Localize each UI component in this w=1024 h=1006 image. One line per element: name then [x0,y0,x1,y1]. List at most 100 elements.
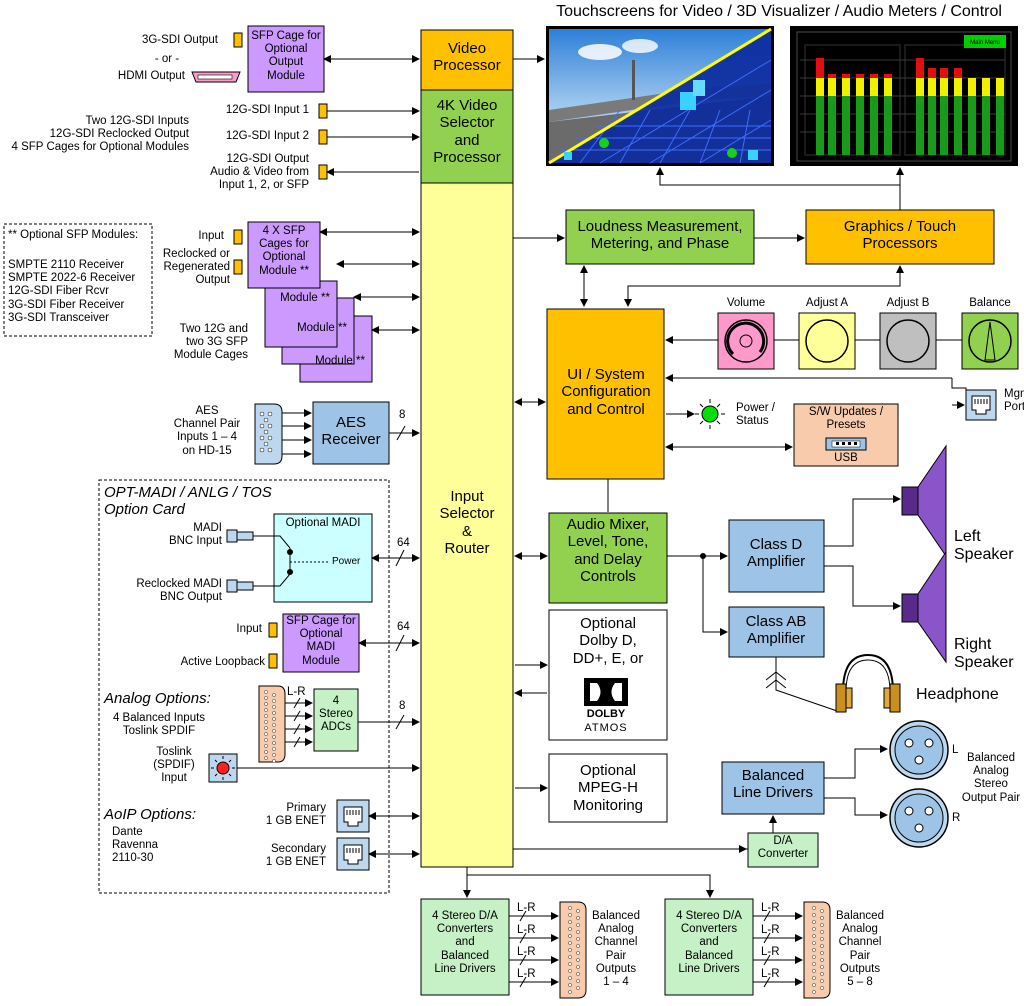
aoip-options-title: AoIP Options: [104,806,196,823]
balanced-line-drivers-block [721,761,825,815]
volume-knob-icon[interactable] [717,312,775,370]
meter-bar-green [968,96,976,155]
secondary-enet-port-icon [336,837,370,871]
meter-bar-red [842,74,850,78]
meter-bar-green [816,96,824,155]
meter-bar-green [982,96,990,155]
toslink-label: Toslink (SPDIF) Input [153,746,195,785]
class-ab-label: Class AB Amplifier [745,613,807,648]
meter-bar-yellow [954,78,962,96]
right-speaker-icon [901,550,947,664]
adcs-label: 4 Stereo ADCs [319,695,353,734]
sfp-4x-block [247,221,321,289]
meter-bar-yellow [928,78,936,96]
loudness-label: Loudness Measurement, Metering, and Phas… [577,218,743,253]
madi-sfp-input-label: Input [236,623,262,635]
sfp-cage-output-label: SFP Cage for Optional Output Module [251,30,321,82]
opt-modules-title: ** Optional SFP Modules: [8,229,139,241]
meter-bar-red [928,68,936,78]
sfp-reclocked-label: Reclocked or Regenerated Output [162,248,230,287]
db25-output-5-8-icon [803,901,831,999]
balance-knob-icon[interactable] [961,312,1019,370]
meter-bar-red [856,74,864,78]
mgmt-port-label: Mgmt Port [1004,388,1024,414]
sfp-cage-output-block [247,25,325,93]
meter-bar-yellow [884,78,892,96]
primary-enet-port-icon [336,799,370,833]
usb-port-icon[interactable] [825,437,867,451]
secondary-enet-label: Secondary 1 GB ENET [265,843,326,869]
da-1-4-block [420,898,510,996]
out1-lr-label-4: L-R [517,968,536,980]
power-tap-label: Power [332,556,361,567]
out2-lr-label-2: L-R [761,924,780,936]
sdi-input2-label: 12G-SDI Input 2 [225,130,309,142]
graphics-touch-block [805,209,995,265]
aoip-list: Dante Ravenna 2110-30 [112,826,159,865]
mgmt-port-icon[interactable] [965,389,997,421]
bnc-input-icon [226,529,254,543]
dolby-name: DOLBY [586,708,626,720]
meter-bar-green [856,96,864,155]
usb-presets-label: S/W Updates / Presets [808,406,884,432]
xlr-left-label: L [952,744,959,756]
volume-label: Volume [726,297,766,309]
audio-mixer-block [548,512,668,604]
sfp-madi-label: SFP Cage for Optional MADI Module [286,615,356,667]
meter-bar-red [884,74,892,78]
madi-bus-width: 64 [397,537,410,549]
optional-madi-label: Optional MADI [285,517,361,529]
option-card-box [98,479,390,894]
usb-presets-block [793,403,899,467]
power-status-led-icon [695,399,725,429]
video-selector-label: 4K Video Selector and Processor [433,97,501,166]
input-router-label: Input Selector & Router [439,488,495,557]
meter-bar-yellow [828,78,836,96]
right-speaker-label: Right Speaker [954,636,1014,672]
stereo-adcs-block [313,688,359,752]
audio-meters-touchscreen: Main Menu [790,26,1018,166]
out1-lr-label-2: L-R [517,924,536,936]
meter-bar-red [870,74,878,78]
sfp-4x-label: 4 X SFP Cages for Optional Module ** [259,225,309,277]
out1-lr-label: L-R [517,902,536,914]
da-1-4-label: 4 Stereo D/A Converters and Balanced Lin… [432,910,498,975]
headphone-label: Headphone [916,686,999,703]
adc-lr-label: L-R [287,686,306,698]
diagram-title: Touchscreens for Video / 3D Visualizer /… [556,3,1002,20]
outputs-1-4-label: Balanced Analog Channel Pair Outputs 1 –… [592,910,640,989]
xlr-left-icon [889,720,949,780]
balanced-drivers-label: Balanced Line Drivers [732,767,814,802]
main-menu-button[interactable]: Main Menu [970,40,1000,46]
madi-sfp-input-connector [268,622,278,638]
ui-system-label: UI / System Configuration and Control [561,366,651,418]
adjust-b-knob-icon[interactable] [879,312,937,370]
graphics-label: Graphics / Touch Processors [843,218,957,253]
meter-bar-yellow [968,78,976,96]
dolby-sub: ATMOS [584,722,628,734]
video-selector-block [420,89,514,184]
sfp-stack-4-label: Module ** [315,355,365,367]
meter-bar-yellow [870,78,878,96]
meter-bar-green [842,96,850,155]
dolby-logo-icon [584,678,628,706]
analog-options-title: Analog Options: [104,690,211,707]
out1-lr-label-3: L-R [517,946,536,958]
video-processor-label: Video Processor [433,40,501,75]
sfp-madi-block [282,613,360,673]
sfp-stack-2-label: Module ** [280,292,330,304]
meter-bar-green [916,96,924,155]
headphone-icon [835,653,901,713]
xlr-right-label: R [952,812,961,824]
two-12g-label: Two 12G-SDI Inputs 12G-SDI Reclocked Out… [11,115,190,154]
meter-bar-yellow [916,78,924,96]
da-converter-block [747,832,819,868]
meter-bar-red [828,74,836,78]
sfp-input-label: Input [198,230,224,242]
two-12g-3g-label: Two 12G and two 3G SFP Module Cages [173,323,248,362]
adjust-a-knob-icon[interactable] [798,312,856,370]
left-speaker-label: Left Speaker [954,528,1014,564]
meter-bar-yellow [940,78,948,96]
